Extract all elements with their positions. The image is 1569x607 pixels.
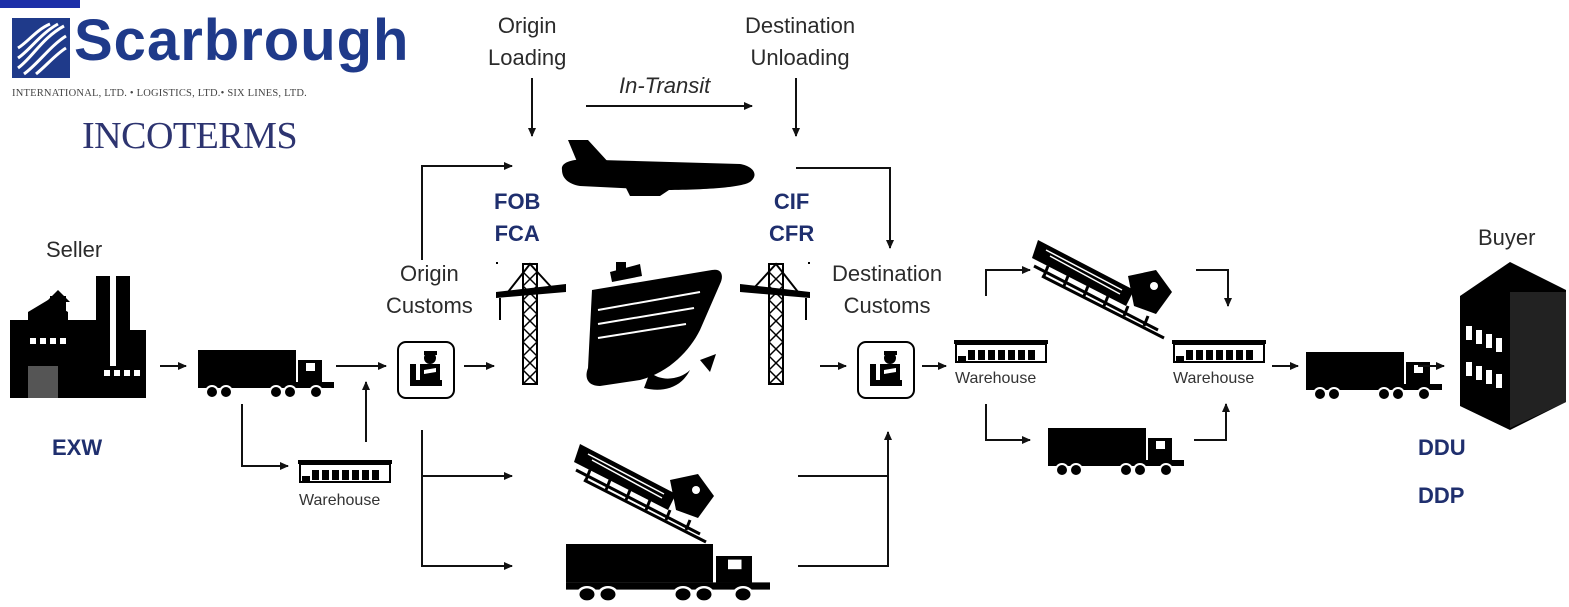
term-ddu: DDU — [1418, 435, 1466, 460]
airplane-icon — [561, 140, 755, 196]
arrow — [241, 404, 289, 470]
origin-loading-label: Origin Loading — [488, 13, 567, 70]
port-crane-icon — [495, 261, 567, 385]
port-crane-icon — [739, 261, 811, 385]
customs-officer-icon — [857, 341, 915, 399]
arrow — [421, 430, 513, 570]
warehouse-label: Warehouse — [1173, 370, 1255, 387]
incoterms-title: INCOTERMS — [82, 115, 298, 157]
origin-customs-label: Origin Customs — [386, 261, 473, 318]
arrow — [798, 431, 892, 567]
customs-officer-icon — [397, 341, 455, 399]
cruise-ship-icon — [586, 262, 722, 390]
destination-unloading-label: Destination Unloading — [745, 13, 856, 70]
term-fob-fca: FOB FCA — [494, 189, 541, 246]
term-ddp: DDP — [1418, 483, 1465, 508]
term-cif-cfr: CIF CFR — [769, 189, 815, 246]
corner-accent-bar — [0, 0, 80, 8]
arrow — [1196, 269, 1232, 307]
warehouse-label: Warehouse — [299, 492, 381, 509]
factory-icon — [10, 276, 146, 398]
truck-icon — [1047, 427, 1185, 477]
warehouse-icon — [1171, 339, 1267, 363]
train-icon — [1030, 238, 1174, 340]
buyer-building-icon — [1460, 262, 1566, 430]
arrow — [985, 266, 1031, 296]
brand-tagline: INTERNATIONAL, LTD. • LOGISTICS, LTD.• S… — [12, 88, 307, 99]
truck-icon — [197, 349, 335, 399]
truck-icon — [1305, 351, 1443, 401]
arrow — [1194, 403, 1230, 441]
warehouse-icon — [953, 339, 1049, 363]
destination-customs-label: Destination Customs — [832, 261, 943, 318]
in-transit-label: In-Transit — [619, 73, 711, 98]
seller-label: Seller — [46, 237, 103, 262]
arrow — [985, 404, 1031, 444]
term-exw: EXW — [52, 435, 103, 460]
buyer-label: Buyer — [1478, 225, 1536, 250]
brand-name: Scarbrough — [74, 8, 410, 73]
arrow — [796, 167, 894, 249]
large-truck-icon — [564, 542, 772, 604]
flow-arrows — [160, 78, 1445, 570]
warehouse-label: Warehouse — [955, 370, 1037, 387]
scarbrough-logo-icon — [12, 18, 70, 78]
warehouse-icon — [297, 459, 393, 483]
arrow — [421, 162, 513, 260]
train-icon — [572, 442, 716, 544]
